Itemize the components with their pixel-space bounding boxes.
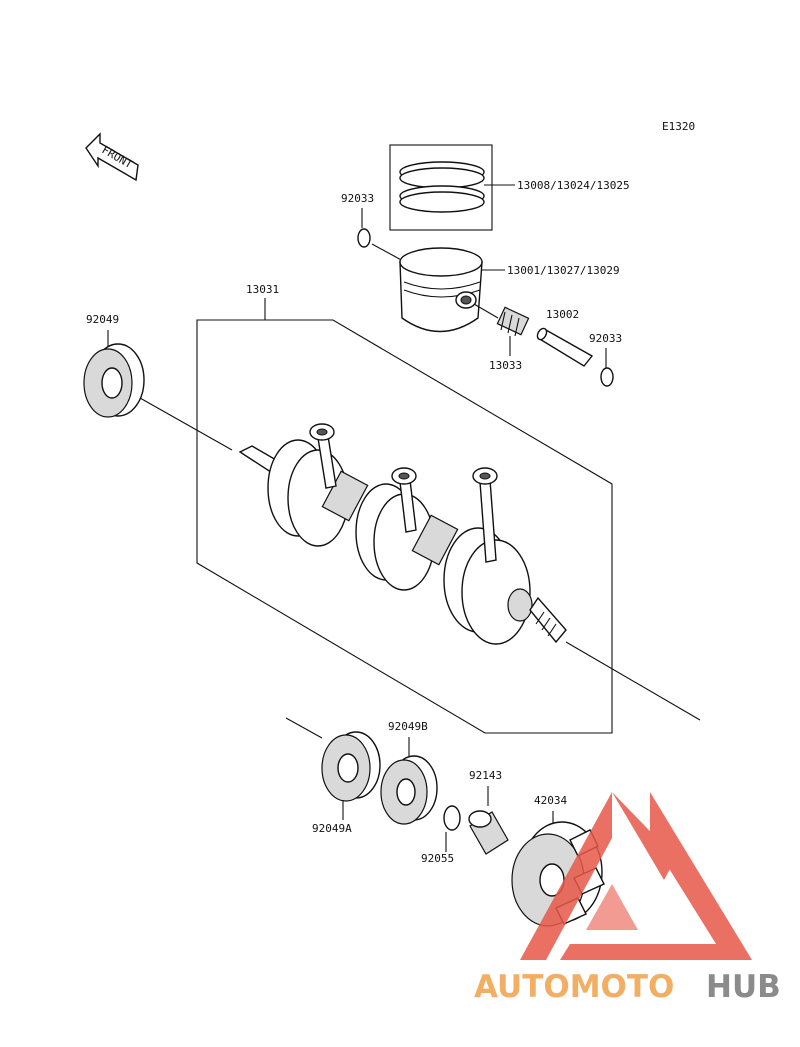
label-rings: 13008/13024/13025	[517, 179, 630, 192]
watermark-hub: HUB	[706, 969, 781, 1005]
collar	[468, 810, 509, 855]
oil-seal-left	[83, 343, 145, 418]
label-oil-seal-b: 92049B	[388, 720, 428, 733]
label-pin: 13002	[546, 308, 579, 321]
piston-rings	[389, 144, 515, 231]
label-circlip-right: 92033	[589, 332, 622, 345]
diagram-code: E1320	[662, 120, 695, 133]
label-needle-bearing: 13033	[489, 359, 522, 372]
watermark-logo-icon	[520, 792, 752, 960]
label-coupling: 42034	[534, 794, 567, 807]
label-oil-seal-left: 92049	[86, 313, 119, 326]
piston-pin	[536, 327, 594, 367]
crankshaft	[238, 423, 567, 645]
label-oil-seal-a: 92049A	[312, 822, 352, 835]
label-circlip-top: 92033	[341, 192, 374, 205]
oil-seal-b	[380, 755, 438, 825]
circlip-top	[357, 228, 371, 248]
crankshaft-bracket	[196, 319, 613, 734]
watermark-automoto: AUTOMOTO	[474, 969, 674, 1005]
front-arrow-icon: FRONT	[85, 132, 139, 182]
needle-bearing	[473, 303, 530, 356]
label-collar: 92143	[469, 769, 502, 782]
piston	[399, 247, 505, 333]
o-ring	[443, 805, 461, 831]
oil-seal-a	[321, 731, 381, 802]
label-o-ring: 92055	[421, 852, 454, 865]
watermark: AUTOMOTO HUB	[474, 792, 781, 1005]
label-crankshaft-assy: 13031	[246, 283, 279, 296]
circlip-right	[600, 367, 614, 387]
label-piston: 13001/13027/13029	[507, 264, 620, 277]
